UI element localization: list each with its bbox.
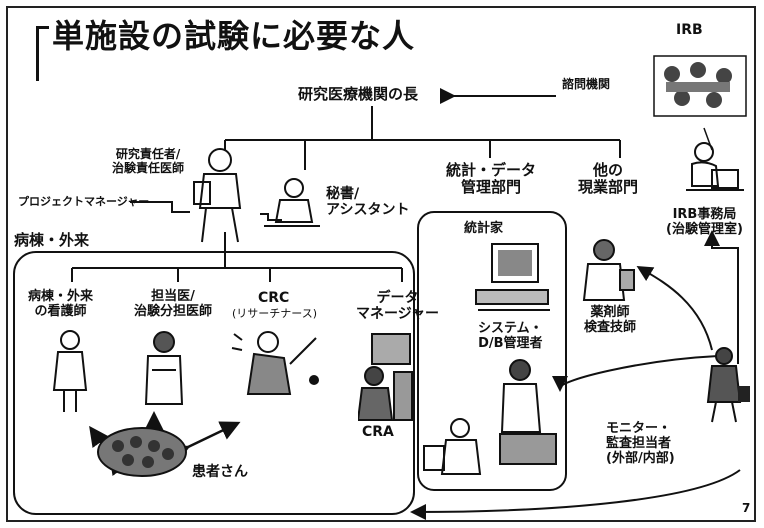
data-manager-illustration (358, 333, 413, 421)
sub-investigator-illustration (144, 331, 184, 405)
principal-investigator-illustration (193, 148, 242, 243)
statistician-illustration (475, 243, 550, 311)
data-manager-label: データ マネージャー (356, 290, 440, 323)
patient-label: 患者さん (192, 464, 248, 480)
principal-investigator-label: 研究責任者/ 治験責任医師 (112, 147, 185, 175)
statistician-label: 統計家 (464, 221, 504, 236)
nurse-illustration (52, 330, 88, 412)
slide-title: 単施設の試験に必要な人 (52, 17, 416, 55)
irb-office-label: IRB事務局 (治験管理室) (666, 207, 743, 237)
cra-label: CRA (362, 424, 394, 440)
project-manager-label: プロジェクトマネージャー (18, 195, 150, 208)
crc-sub-label: (リサーチナース) (232, 307, 318, 320)
monitor-illustration (706, 347, 750, 423)
monitor-label: モニター・ 監査担当者 (外部/内部) (606, 421, 675, 466)
page-number: 7 (742, 501, 751, 515)
institution-head-label: 研究医療機関の長 (298, 85, 419, 103)
stats-boundary (417, 211, 567, 491)
ward-label: 病棟・外来 (14, 231, 90, 249)
secretary-label: 秘書/ アシスタント (326, 186, 410, 219)
ward-boundary (13, 251, 415, 515)
ward-nurse-label: 病棟・外来 の看護師 (28, 289, 94, 319)
patients-group-illustration (97, 427, 187, 477)
stats-dept-label: 統計・データ 管理部門 (446, 161, 537, 197)
irb-office-staff-illustration (686, 142, 744, 191)
secretary-illustration (264, 178, 320, 227)
pharmacist-label: 薬剤師 検査技師 (584, 305, 637, 335)
system-admin-illustration (423, 359, 557, 475)
irb-label: IRB (676, 22, 703, 38)
other-dept-label: 他の 現業部門 (578, 161, 639, 197)
crc-label: CRC (258, 290, 290, 306)
pharmacist-illustration (582, 239, 635, 301)
advisory-label: 諮問機関 (562, 77, 611, 91)
sub-investigator-label: 担当医/ 治験分担医師 (134, 289, 213, 319)
irb-meeting-illustration (653, 55, 747, 117)
crc-illustration (231, 331, 319, 395)
title-bracket (36, 26, 49, 81)
system-admin-label: システム・ D/B管理者 (478, 321, 543, 351)
slide-frame (6, 6, 756, 522)
